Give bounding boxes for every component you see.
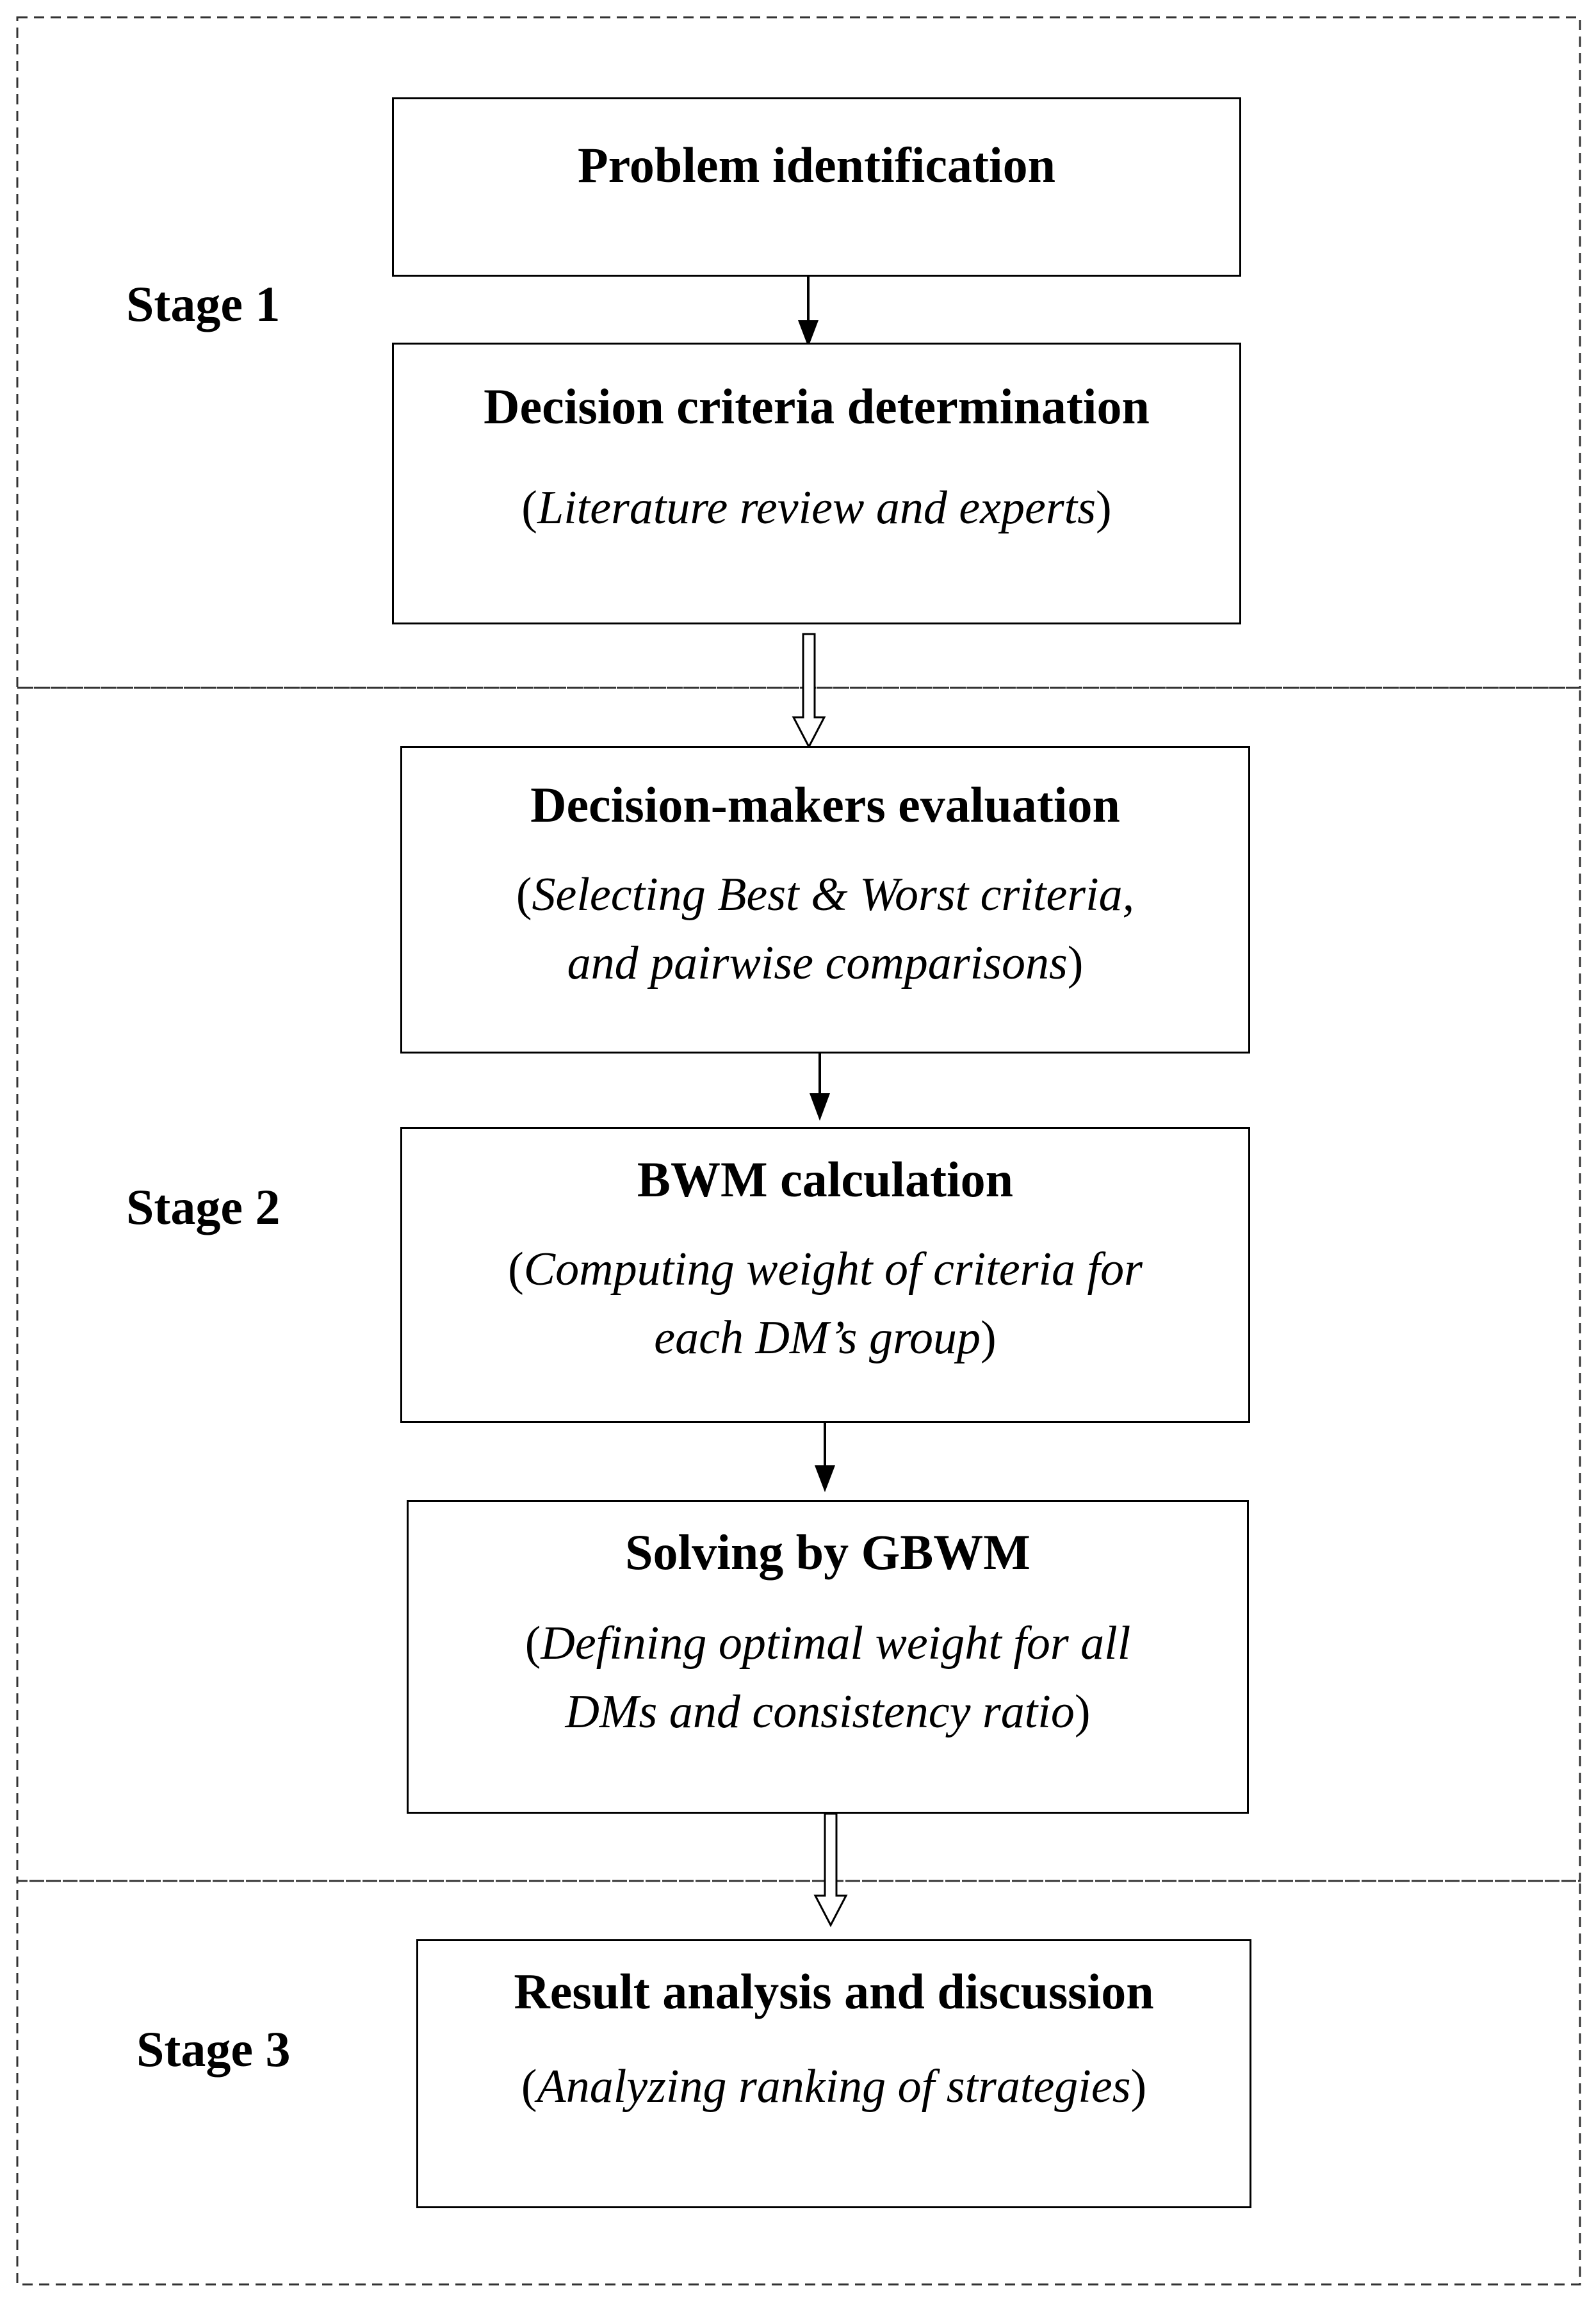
- box-title: Solving by GBWM: [625, 1524, 1030, 1580]
- box-title: Result analysis and discussion: [514, 1964, 1154, 2019]
- arrow-stage2-to-stage3: [813, 1812, 848, 1928]
- arrow-problem-to-criteria: [798, 275, 818, 347]
- box-bwm-calculation: BWM calculation (Computing weight of cri…: [400, 1127, 1250, 1423]
- box-subtitle: (Selecting Best & Worst criteria, and pa…: [516, 868, 1135, 989]
- arrow-bwm-to-gbwm: [815, 1420, 835, 1492]
- box-subtitle: (Analyzing ranking of strategies): [521, 2060, 1147, 2113]
- box-title: BWM calculation: [637, 1152, 1014, 1207]
- box-title: Decision criteria determination: [484, 378, 1150, 434]
- box-solving-gbwm: Solving by GBWM (Defining optimal weight…: [407, 1500, 1249, 1814]
- stage-2-label: Stage 2: [126, 1179, 281, 1235]
- arrow-evaluation-to-bwm: [810, 1050, 830, 1121]
- box-decision-makers-evaluation: Decision-makers evaluation (Selecting Be…: [400, 746, 1250, 1054]
- stage-3-label: Stage 3: [136, 2021, 291, 2077]
- hollow-arrows: [792, 633, 848, 1928]
- box-subtitle: (Literature review and experts): [521, 481, 1112, 534]
- box-subtitle: (Defining optimal weight for all DMs and…: [525, 1616, 1131, 1738]
- stage-1-frame: [16, 16, 1581, 689]
- box-title: Problem identification: [578, 137, 1055, 193]
- stage-3-frame: [16, 1880, 1581, 2286]
- box-decision-criteria: Decision criteria determination (Literat…: [392, 343, 1241, 624]
- box-problem-identification: Problem identification: [392, 97, 1241, 277]
- arrow-stage1-to-stage2: [792, 633, 826, 749]
- stage-2-frame: [16, 687, 1581, 1882]
- box-subtitle: (Computing weight of criteria for each D…: [508, 1242, 1143, 1364]
- stage-frames: [16, 16, 1581, 2286]
- box-title: Decision-makers evaluation: [530, 777, 1120, 833]
- solid-arrows: [798, 275, 835, 1492]
- box-result-analysis: Result analysis and discussion (Analyzin…: [416, 1939, 1251, 2208]
- stage-1-label: Stage 1: [126, 276, 281, 332]
